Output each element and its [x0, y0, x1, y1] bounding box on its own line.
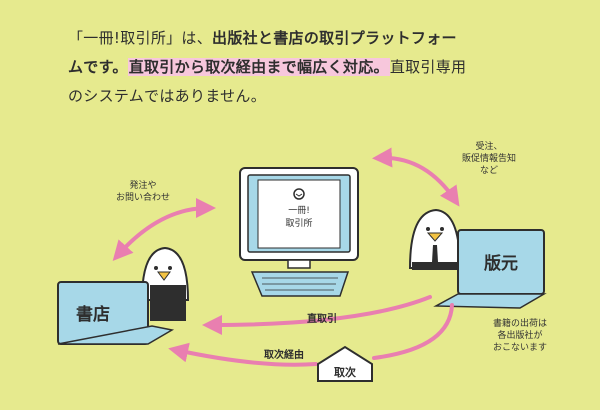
bookstore-laptop-icon	[57, 281, 175, 345]
intro-line-2-plain: 直取引専用	[389, 58, 467, 76]
orders-note: 受注、 販促情報告知 など	[461, 142, 516, 176]
toritsugi-label: 取次	[334, 365, 356, 379]
toritsugi-house-icon	[317, 345, 373, 382]
publisher-laptop-icon	[433, 229, 547, 309]
toritsugi-to-bookstore-arrow	[168, 342, 318, 367]
orders-arrow	[372, 147, 460, 207]
intro-line-3: のシステムではありません。	[68, 82, 568, 111]
bookstore-label: 書店	[76, 304, 110, 325]
intro-line-1-bold: 出版社と書店の取引プラットフォー	[212, 29, 457, 47]
mascot-logo-icon	[293, 188, 305, 200]
direct-trade-arrow	[202, 295, 432, 335]
publisher-label: 版元	[484, 253, 518, 274]
platform-logo-line1: 一冊!	[288, 205, 310, 216]
desktop-computer-icon: 一冊! 取引所	[239, 167, 359, 297]
platform-logo-line2: 取引所	[285, 218, 312, 229]
intro-line-1: 「一冊!取引所」は、出版社と書店の取引プラットフォー	[68, 24, 568, 53]
publisher-duck-icon	[408, 208, 462, 270]
via-toritsugi-label: 取次経由	[264, 348, 304, 361]
intro-highlight: 直取引から取次経由まで幅広く対応。	[127, 58, 390, 76]
intro-line-2-bold: ムです。	[68, 58, 128, 76]
inquiry-arrow	[112, 198, 216, 261]
intro-line-1-plain: 「一冊!取引所」は、	[68, 29, 213, 47]
intro-line-3-text: のシステムではありません。	[68, 87, 267, 105]
inquiry-note: 発注や お問い合わせ	[115, 181, 170, 203]
bookstore-duck-icon	[140, 246, 190, 321]
intro-paragraph: 「一冊!取引所」は、出版社と書店の取引プラットフォー ムです。直取引から取次経由…	[68, 24, 568, 111]
publisher-to-toritsugi-arrow	[372, 303, 454, 360]
direct-trade-label: 直取引	[307, 312, 337, 325]
publisher-shipping-note: 書籍の出荷は 各出版社が おこないます	[492, 319, 547, 353]
intro-line-2: ムです。直取引から取次経由まで幅広く対応。直取引専用	[68, 53, 568, 82]
